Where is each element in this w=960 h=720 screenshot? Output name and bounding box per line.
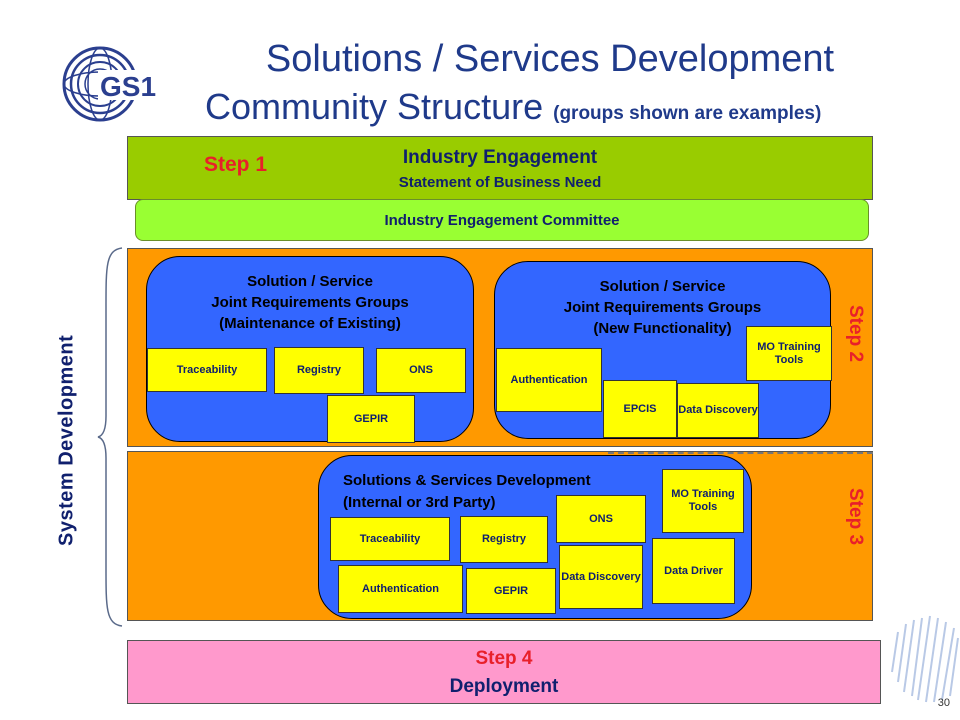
dev-group-data-driver: Data Driver — [652, 538, 735, 604]
system-development-brace — [97, 247, 123, 627]
dev-group-traceability: Traceability — [330, 517, 450, 561]
step3-dashed-divider — [608, 452, 873, 454]
gs1-logo-text: GS1 — [100, 71, 156, 102]
new-group-line1: Solution / Service — [599, 278, 726, 295]
dev-group-gepir: GEPIR — [466, 568, 556, 614]
step1-label: Step 1 — [204, 153, 268, 176]
new-group-line2: Joint Requirements Groups — [563, 299, 762, 316]
industry-engagement-committee: Industry Engagement Committee — [135, 199, 869, 241]
page-title-note: (groups shown are examples) — [553, 103, 822, 124]
group-ons: ONS — [376, 348, 466, 393]
industry-engagement-band: Step 1 Industry Engagement Statement of … — [127, 136, 873, 200]
maintenance-group-line1: Solution / Service — [247, 273, 373, 290]
dev-group-registry: Registry — [460, 516, 548, 563]
dev-group-mo-training-tools: MO Training Tools — [662, 469, 744, 533]
deployment-title: Deployment — [449, 676, 559, 697]
dev-group-ons: ONS — [556, 495, 646, 543]
development-group-line2: (Internal or 3rd Party) — [343, 494, 496, 511]
maintenance-group-line2: Joint Requirements Groups — [211, 294, 409, 311]
barcode-decoration — [891, 615, 959, 703]
gs1-logo-mark: GS1 — [62, 46, 156, 122]
group-mo-training-tools: MO Training Tools — [746, 326, 832, 381]
dev-group-data-discovery: Data Discovery — [559, 545, 643, 609]
group-data-discovery: Data Discovery — [677, 383, 759, 438]
system-development-label: System Development — [55, 334, 78, 546]
step3-label: Step 3 — [845, 488, 866, 546]
new-group-line3: (New Functionality) — [593, 320, 732, 337]
group-authentication: Authentication — [496, 348, 602, 412]
gs1-logo: GS1 — [60, 42, 160, 132]
page-number: 30 — [937, 697, 950, 709]
page-title-main: Community Structure — [205, 86, 544, 127]
group-registry: Registry — [274, 347, 364, 394]
step2-label: Step 2 — [845, 305, 866, 363]
dev-group-authentication: Authentication — [338, 565, 463, 613]
page-title-line1: Solutions / Services Development — [265, 38, 835, 80]
group-gepir: GEPIR — [327, 395, 415, 443]
group-traceability: Traceability — [147, 348, 267, 392]
development-group-line1: Solutions & Services Development — [343, 472, 591, 489]
step4-label: Step 4 — [475, 648, 533, 669]
page-title-line2: Community Structure (groups shown are ex… — [205, 86, 925, 128]
group-epcis: EPCIS — [603, 380, 677, 438]
deployment-band: Step 4 Deployment — [127, 640, 881, 704]
industry-engagement-subtitle: Statement of Business Need — [398, 174, 602, 191]
industry-engagement-title: Industry Engagement — [402, 147, 598, 168]
maintenance-group-line3: (Maintenance of Existing) — [219, 315, 401, 332]
